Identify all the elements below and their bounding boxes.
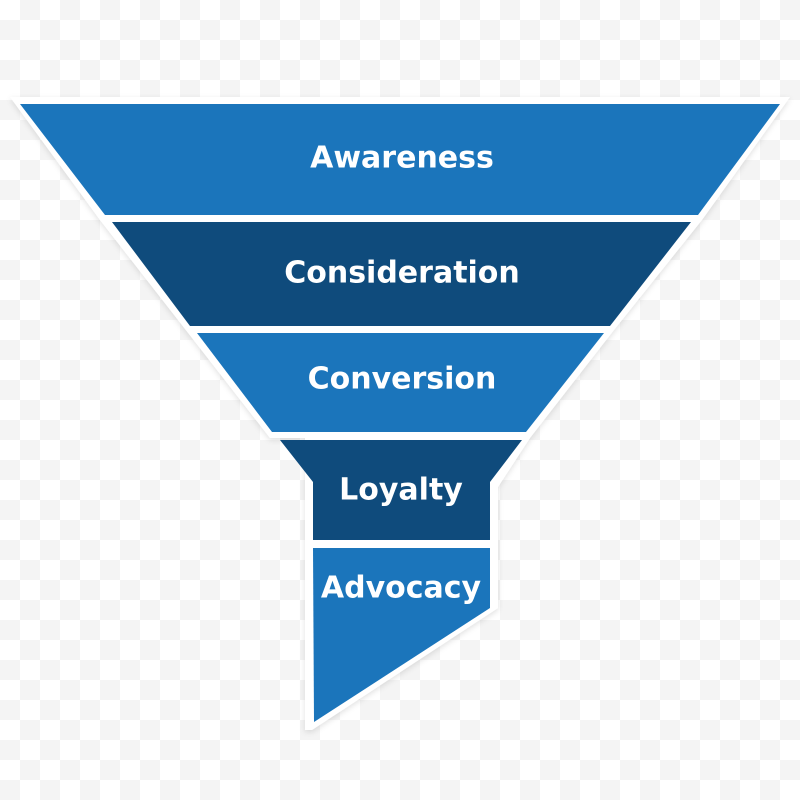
stage-label-awareness: Awareness — [310, 141, 494, 176]
stage-shape — [280, 440, 522, 540]
funnel-stage-conversion: Conversion — [197, 333, 604, 432]
stage-label-advocacy: Advocacy — [321, 571, 482, 606]
funnel-stage-loyalty: Loyalty — [280, 440, 522, 540]
funnel-stage-awareness: Awareness — [20, 104, 780, 215]
stage-shape — [20, 104, 780, 215]
stage-shape — [197, 333, 604, 432]
stage-shape — [112, 222, 691, 326]
stage-label-consideration: Consideration — [284, 256, 520, 291]
stage-label-conversion: Conversion — [308, 362, 497, 397]
stage-label-loyalty: Loyalty — [339, 473, 463, 508]
funnel-stage-consideration: Consideration — [112, 222, 691, 326]
stage-shape — [313, 548, 490, 722]
funnel-stage-advocacy: Advocacy — [313, 548, 490, 722]
